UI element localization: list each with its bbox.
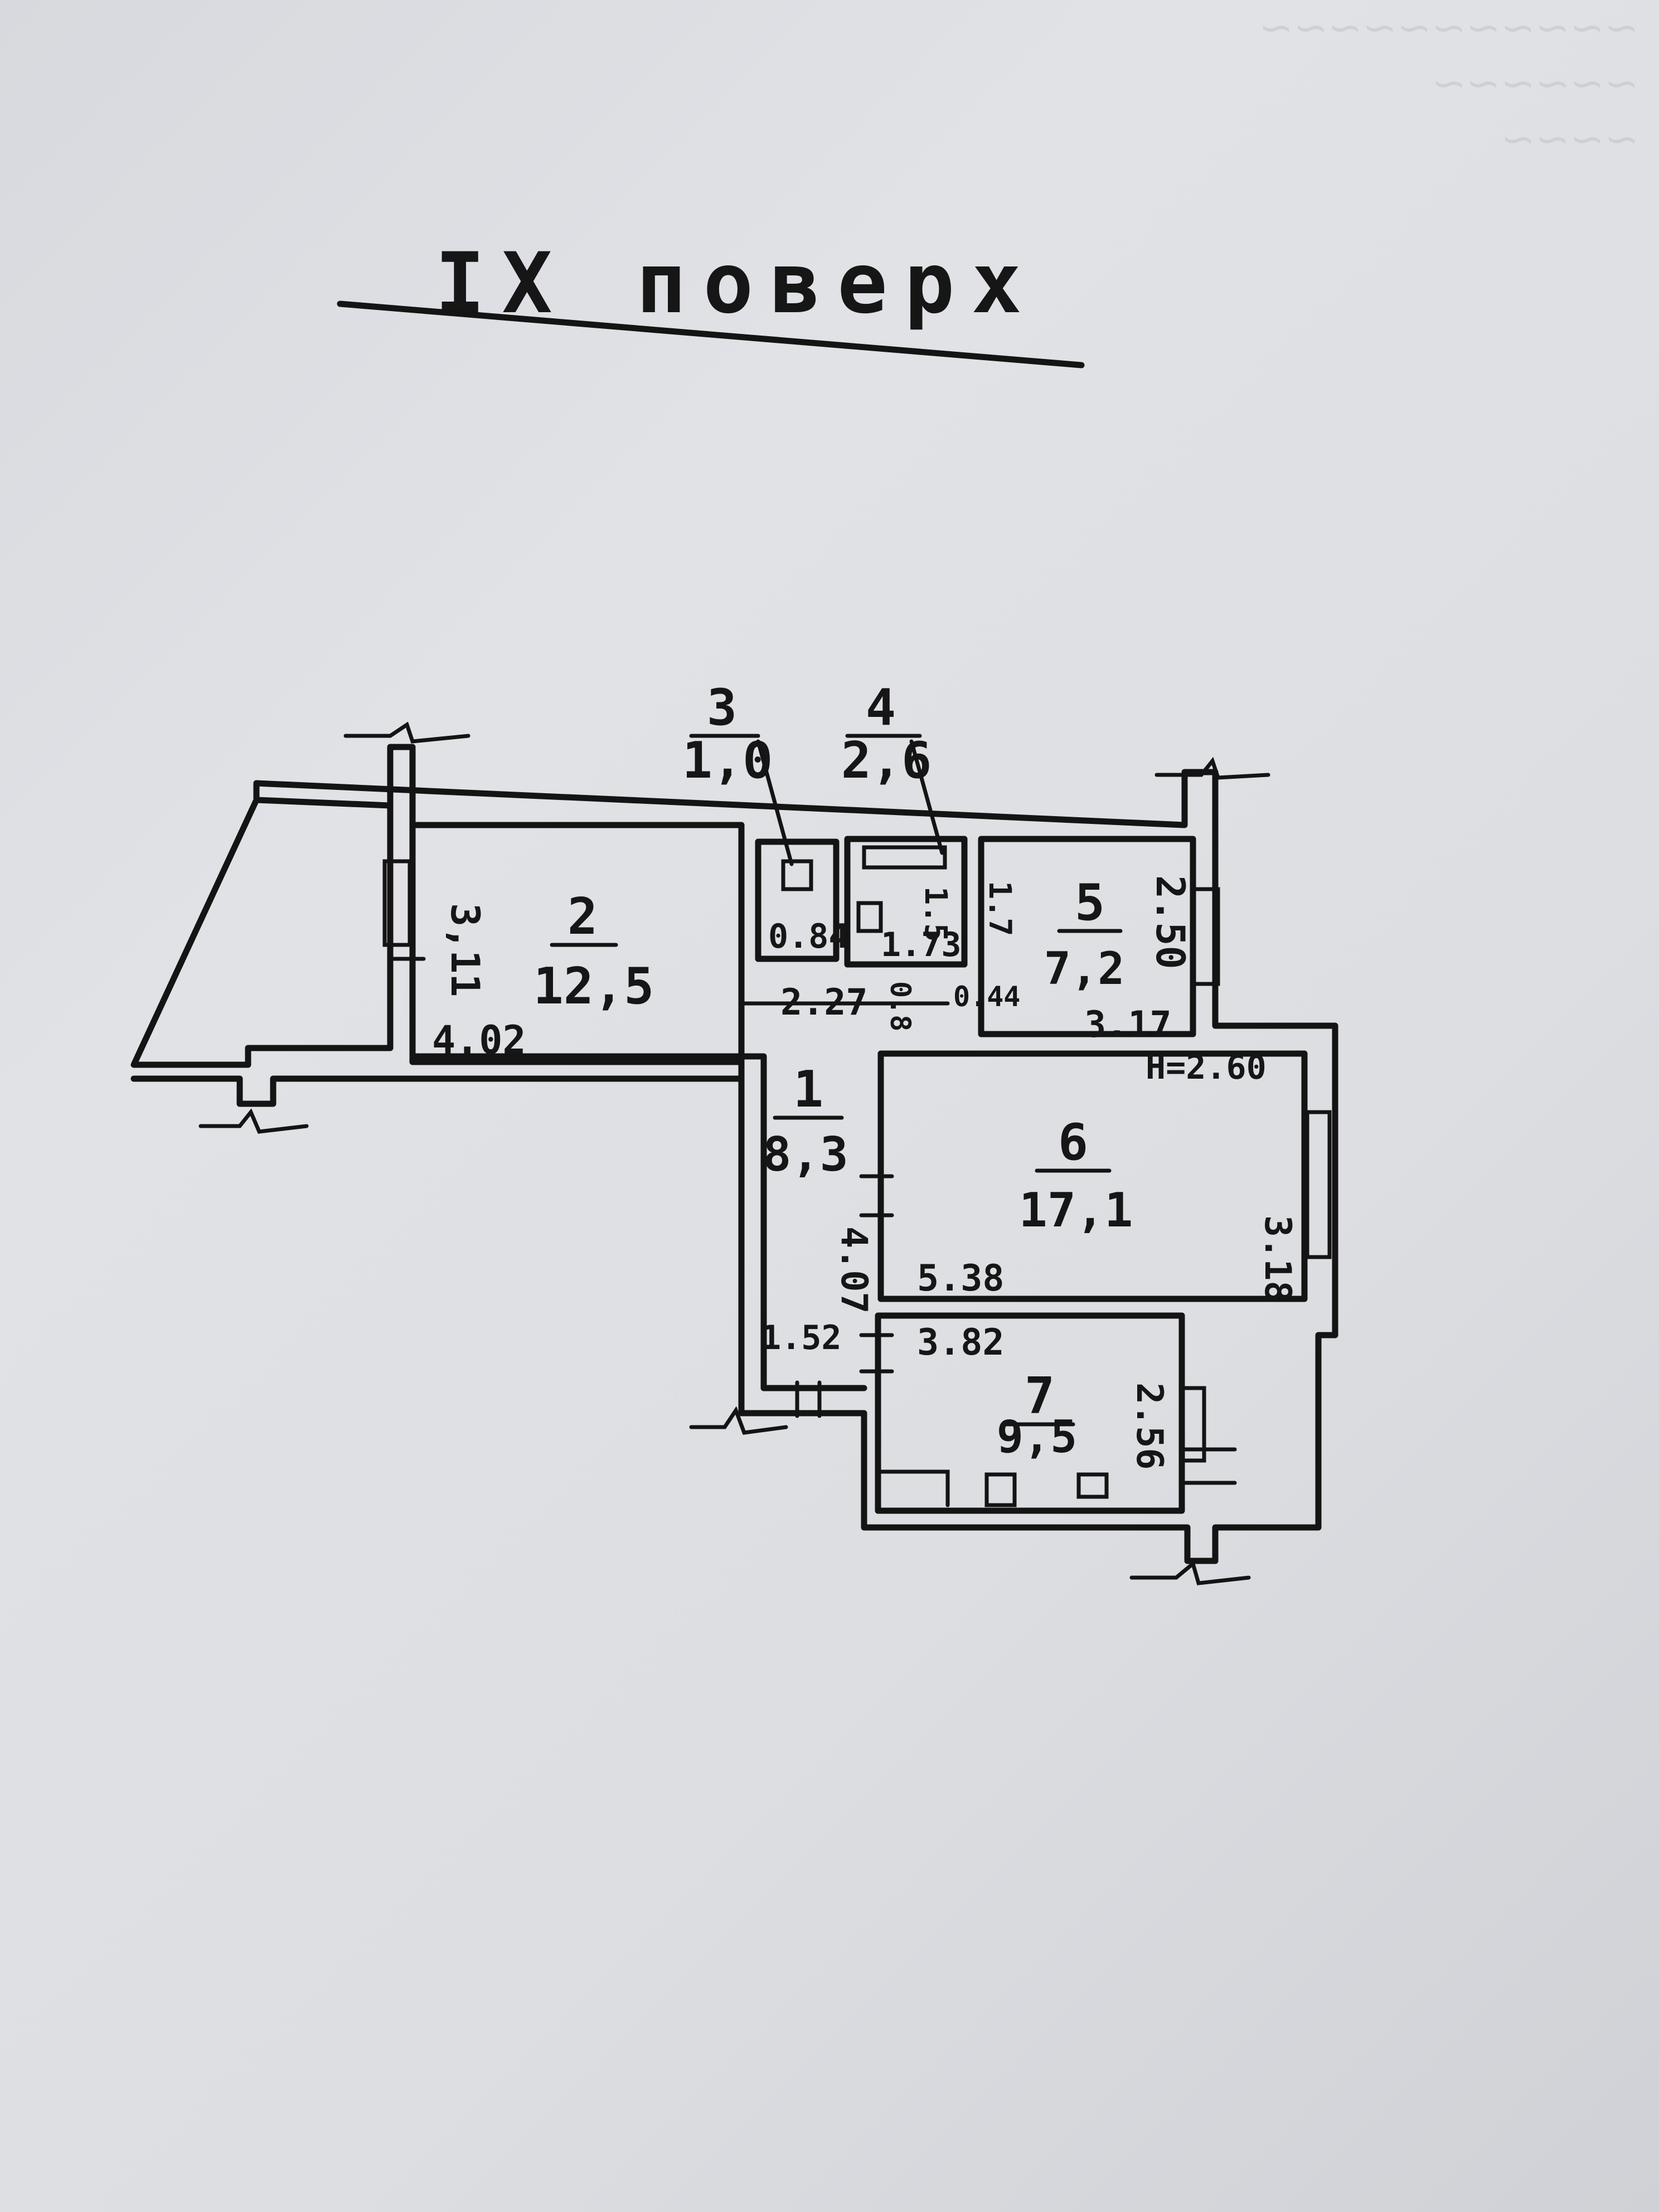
room-3-number: 3 [707,678,737,737]
room-5-number: 5 [1075,874,1105,932]
room-5: 5 7,2 2.50 3.17 1.7 [978,836,1220,1046]
room-5-dim-side: 1.7 [982,881,1018,936]
room-4-number: 4 [866,678,896,737]
room-3-dim: 0.84 [768,917,849,956]
room-1-area: 8,3 [763,1127,848,1182]
window-room-6 [1305,1110,1332,1259]
room-6-area: 17,1 [1019,1183,1133,1238]
corridor-dim-gap: 0.44 [953,981,1020,1013]
room-7: 3.82 7 9,5 2.56 [859,1312,1237,1514]
room-2-area: 12,5 [533,957,654,1016]
sink-symbol [856,901,883,933]
room-6-dim-width: 3.18 [1257,1215,1298,1303]
room-7-dim-length: 3.82 [917,1322,1005,1364]
room-7-area: 9,5 [997,1411,1078,1463]
room-3-leader [756,739,794,866]
room-7-dim-width: 2.56 [1128,1382,1170,1470]
room-2-number: 2 [567,887,598,946]
room-1-dim-width: 1.52 [761,1318,842,1357]
room-2: 2 12,5 3,11 4.02 [382,822,745,1065]
sink-kitchen-symbol [1076,1472,1109,1499]
room-4-dim-length: 1.73 [881,925,962,964]
corridor-dimensions: 2.27 0.8 0.44 [739,981,1020,1031]
bathtub-symbol [862,845,947,870]
wall-break-markers [198,721,1270,1585]
corridor-dim-door: 0.8 [884,981,916,1031]
room-1-number: 1 [793,1060,823,1119]
room-2-dim-length: 4.02 [432,1017,526,1063]
toilet-symbol [781,859,813,891]
window-room-2 [382,859,412,947]
title-underline [337,300,1085,368]
room-4: 4 2,6 1.73 1.5 [841,678,968,968]
room-5-dim-height: 2.50 [1147,875,1193,969]
ceiling-height: H=2.60 [1146,1048,1267,1087]
room-7-number: 7 [1025,1367,1055,1425]
stove-symbol [984,1472,1017,1507]
room-4-dim-width: 1.5 [918,886,954,942]
room-5-dim-length: 3.17 [1084,1004,1172,1046]
room-1-dim-length: 4.07 [833,1226,875,1314]
room-4-leader [909,739,944,855]
window-room-7 [1180,1386,1206,1463]
floor-title: IX поверх [435,235,1039,332]
window-room-5 [1191,887,1220,986]
room-6-number: 6 [1058,1113,1088,1172]
room-3: 3 1,0 0.84 [682,678,849,962]
corridor-dim-length: 2.27 [780,982,868,1023]
room-5-area: 7,2 [1044,943,1125,995]
room-6: H=2.60 6 17,1 5.38 3.18 [859,1048,1332,1303]
room-1: 1 8,3 4.07 1.52 [761,1060,875,1418]
room-6-dim-length: 5.38 [917,1258,1005,1299]
room-2-dim-width: 3,11 [442,903,488,997]
